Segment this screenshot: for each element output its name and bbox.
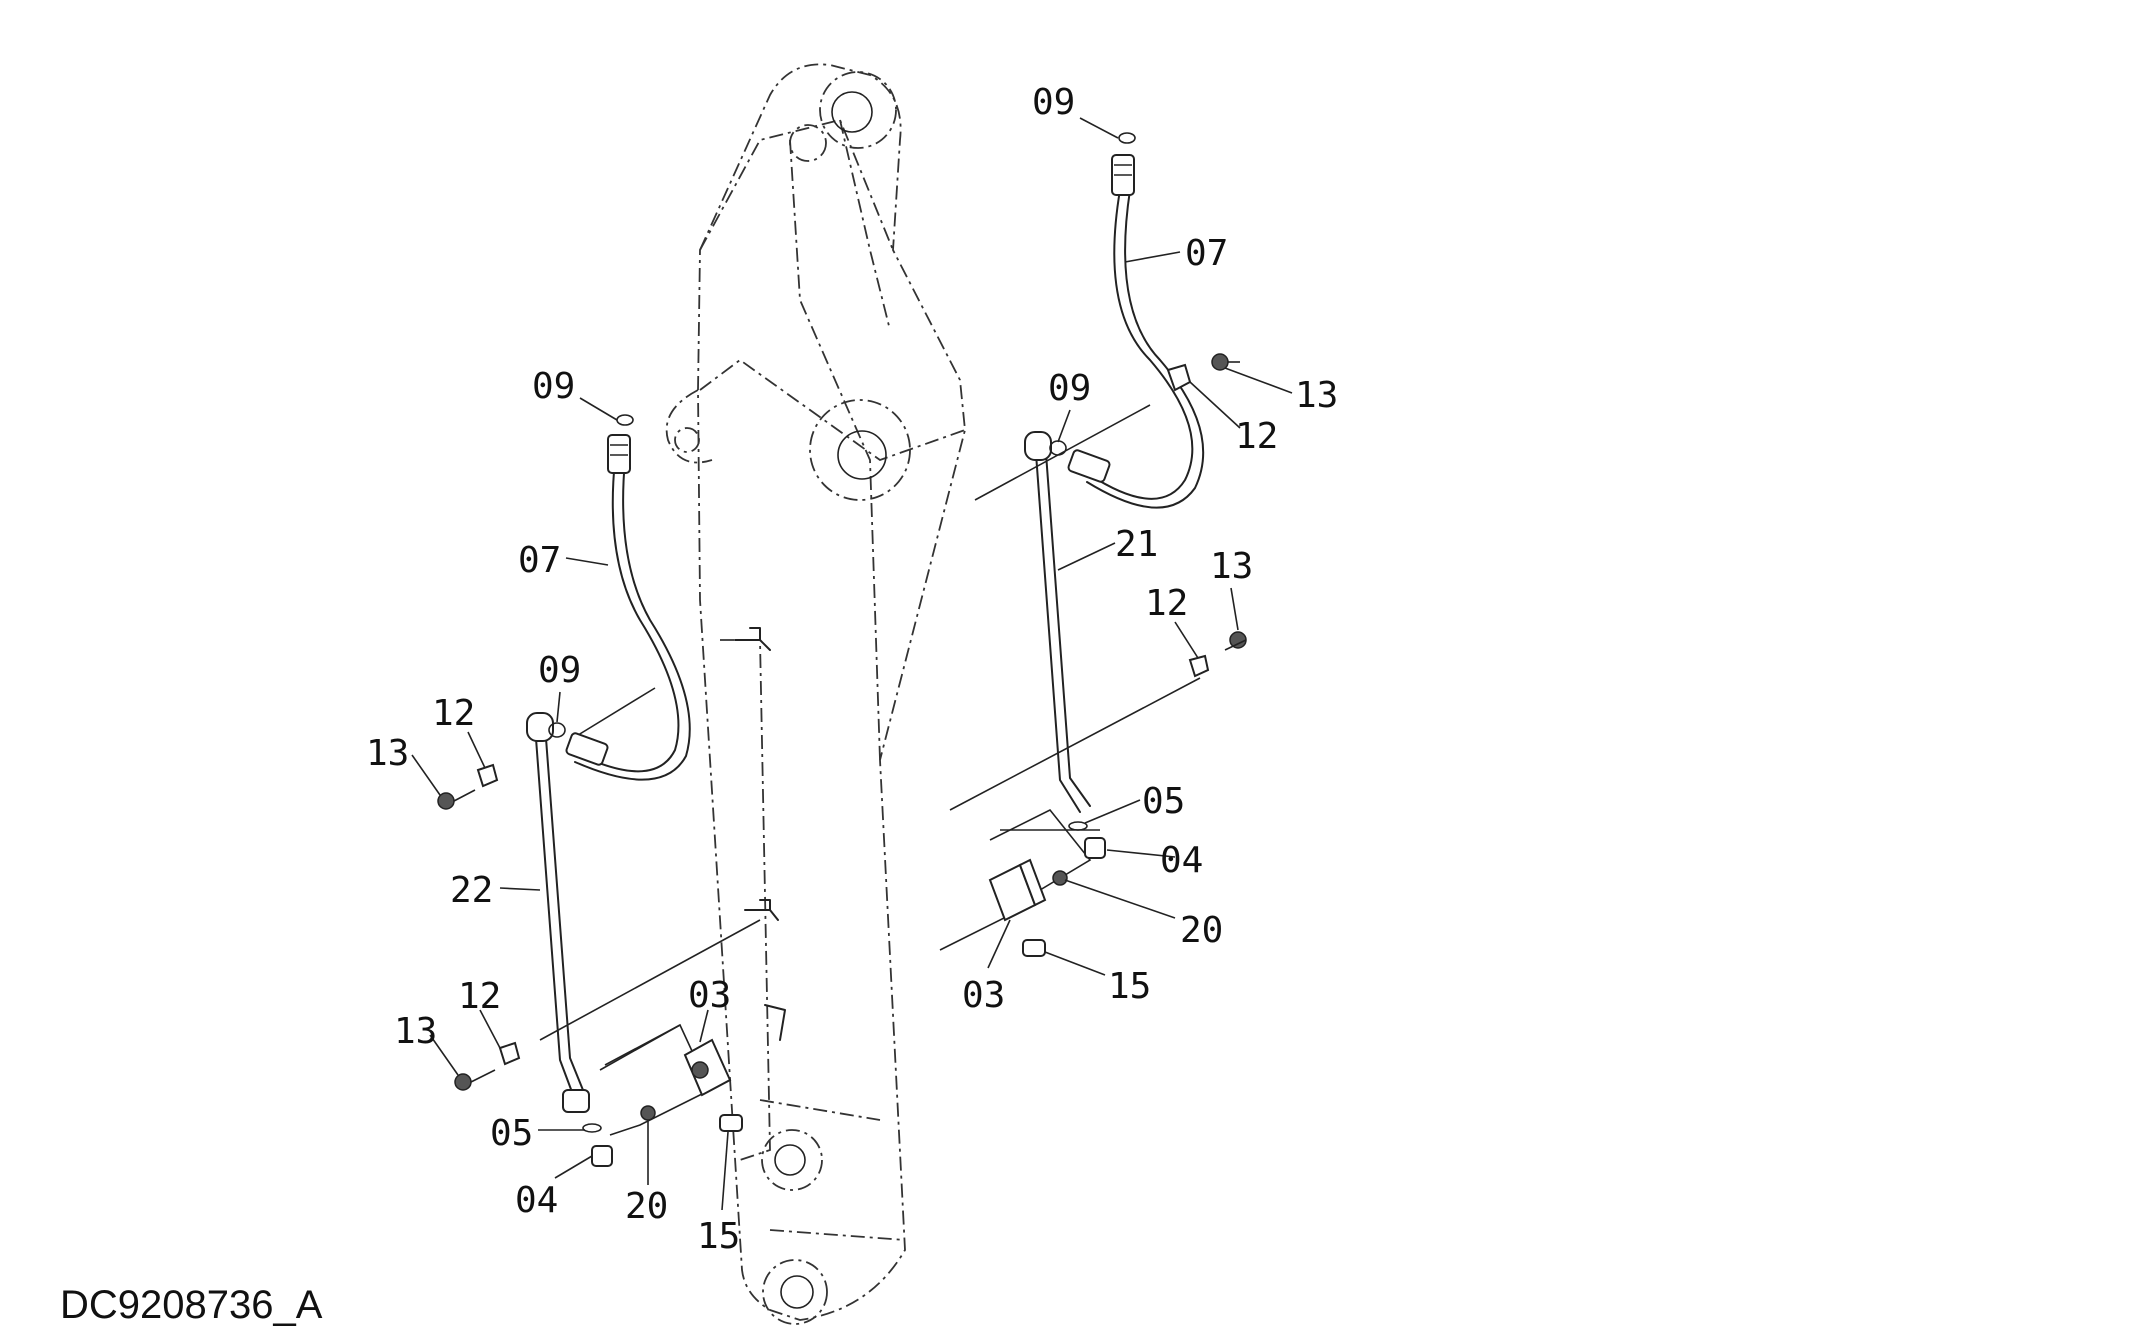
label-09-left-mid: 09 <box>538 650 581 691</box>
label-05-right: 05 <box>1142 781 1185 822</box>
blocks-fittings <box>591 837 1106 1167</box>
callout-labels: 09 07 09 09 13 12 07 21 13 12 09 12 13 0… <box>366 82 1338 1257</box>
label-13-right-mid: 13 <box>1210 546 1253 587</box>
label-21: 21 <box>1115 524 1158 565</box>
o-rings <box>548 132 1136 1133</box>
label-12-right-top: 12 <box>1235 416 1278 457</box>
label-09-left-top: 09 <box>532 366 575 407</box>
label-leaders <box>411 117 1293 1211</box>
label-03-right: 03 <box>962 975 1005 1016</box>
label-15-left: 15 <box>697 1216 740 1257</box>
label-12-right-mid: 12 <box>1145 583 1188 624</box>
label-20-right: 20 <box>1180 910 1223 951</box>
label-03-left: 03 <box>688 975 731 1016</box>
drawing-code: DC9208736_A <box>60 1283 323 1327</box>
label-12-left-bottom: 12 <box>458 976 501 1017</box>
label-05-left: 05 <box>490 1113 533 1154</box>
clamps-bolts <box>437 353 1247 1091</box>
label-15-right: 15 <box>1108 966 1151 1007</box>
pipe-21 <box>1024 431 1091 813</box>
pipe-22 <box>526 712 590 1113</box>
projection-lines <box>539 404 1201 1136</box>
label-09-top: 09 <box>1032 82 1075 123</box>
label-09-right-mid: 09 <box>1048 368 1091 409</box>
label-12-left-top: 12 <box>432 693 475 734</box>
label-20-left: 20 <box>625 1186 668 1227</box>
hose-right-07 <box>1067 154 1205 509</box>
label-13-left-top: 13 <box>366 733 409 774</box>
label-07-right: 07 <box>1185 233 1228 274</box>
label-22: 22 <box>450 870 493 911</box>
hose-left-07 <box>565 434 691 781</box>
label-07-left: 07 <box>518 540 561 581</box>
arm-structure <box>665 63 966 1325</box>
label-13-right-top: 13 <box>1295 375 1338 416</box>
label-13-left-bottom: 13 <box>394 1011 437 1052</box>
label-04-left: 04 <box>515 1180 558 1221</box>
label-04-right: 04 <box>1160 840 1203 881</box>
